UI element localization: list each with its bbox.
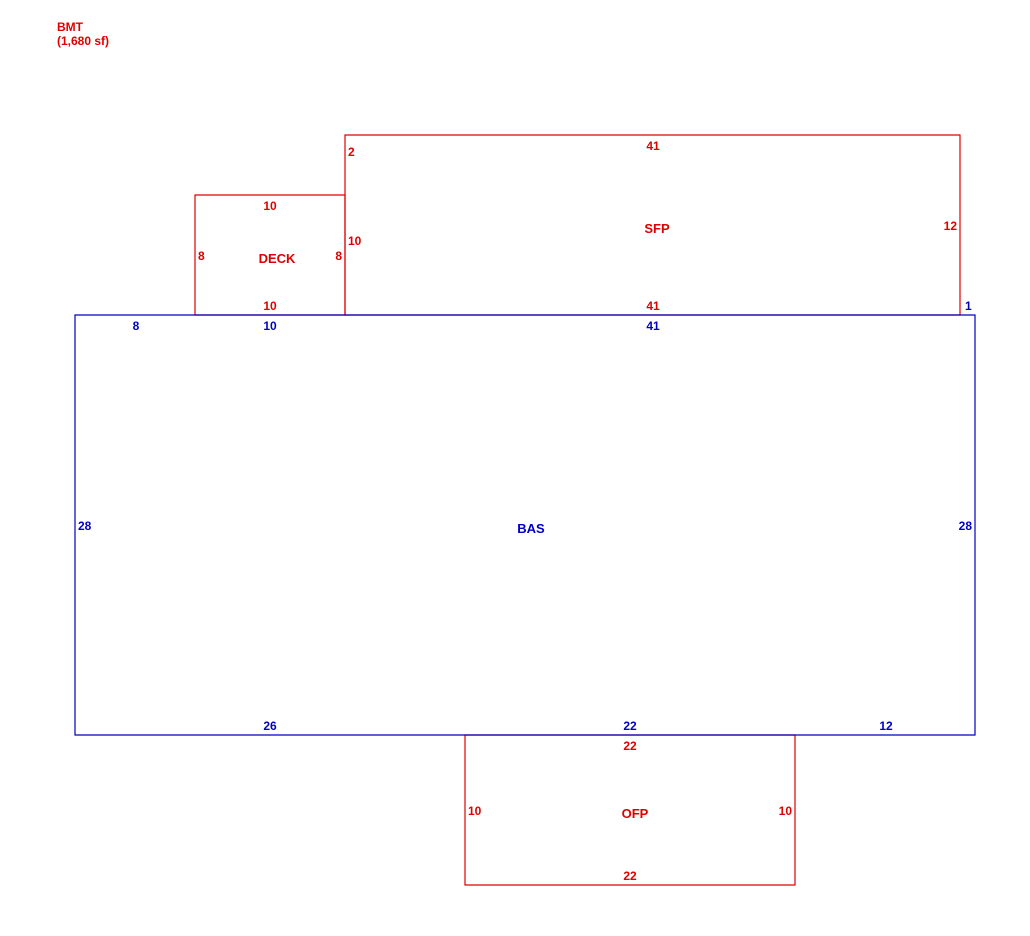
header-code: BMT: [57, 20, 83, 34]
sfp-label: SFP: [644, 221, 670, 236]
ofp-top-dimension: 22: [623, 739, 637, 753]
sketch-header: BMT (1,680 sf): [57, 20, 109, 48]
bas-bottom-mid-dimension: 22: [623, 719, 637, 733]
deck-label: DECK: [259, 251, 296, 266]
ofp-bottom-dimension: 22: [623, 869, 637, 883]
sfp-left-upper-dimension: 2: [348, 145, 355, 159]
deck-right-dimension: 8: [335, 249, 342, 263]
header-area: (1,680 sf): [57, 34, 110, 48]
ofp-left-dimension: 10: [468, 804, 482, 818]
sfp-top-dimension: 41: [646, 139, 660, 153]
bas-top-left-dimension: 8: [133, 319, 140, 333]
deck-bottom-dimension: 10: [263, 299, 277, 313]
sfp-left-lower-dimension: 10: [348, 234, 362, 248]
bas-left-dimension: 28: [78, 519, 92, 533]
bas-top-right-dimension: 41: [646, 319, 660, 333]
ofp-right-dimension: 10: [779, 804, 793, 818]
sfp-bottom-dimension: 41: [646, 299, 660, 313]
deck-top-dimension: 10: [263, 199, 277, 213]
ofp-label: OFP: [622, 806, 649, 821]
bas-bottom-right-dimension: 12: [879, 719, 893, 733]
deck-left-dimension: 8: [198, 249, 205, 263]
bas-bottom-left-dimension: 26: [263, 719, 277, 733]
bas-outline: [74, 314, 976, 736]
bas-right-dimension: 28: [959, 519, 973, 533]
sfp-right-dimension: 12: [944, 219, 958, 233]
bas-label: BAS: [517, 521, 545, 536]
sfp-right-offset-dimension: 1: [965, 299, 972, 313]
bas-top-mid-dimension: 10: [263, 319, 277, 333]
